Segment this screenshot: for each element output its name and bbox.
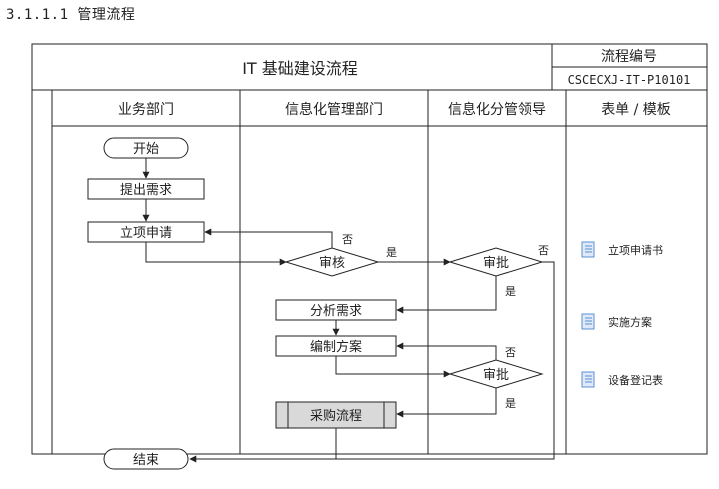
template-item: 立项申请书	[581, 241, 663, 258]
section-title: 3.1.1.1 管理流程	[6, 7, 136, 23]
end-label: 结束	[133, 453, 159, 468]
document-icon	[581, 241, 595, 258]
template-item: 实施方案	[581, 313, 652, 330]
plan-label: 编制方案	[310, 339, 362, 355]
column-forms: 表单 / 模板	[601, 102, 671, 118]
flow-title: IT 基础建设流程	[242, 59, 358, 78]
template-label-3: 设备登记表	[608, 373, 663, 387]
purchase-label: 采购流程	[310, 408, 362, 424]
document-icon	[581, 371, 595, 388]
review-yes-label: 是	[386, 246, 397, 259]
analyze-label: 分析需求	[310, 304, 362, 319]
review-label: 审核	[319, 256, 345, 271]
approve1-no-label: 否	[538, 244, 549, 257]
approve2-label: 审批	[483, 368, 509, 383]
raise-need-label: 提出需求	[120, 182, 172, 198]
end-node	[103, 448, 189, 470]
start-label: 开始	[133, 142, 159, 157]
approve2-yes-label: 是	[505, 397, 516, 410]
apply-label: 立项申请	[120, 226, 172, 241]
approve2-decision	[448, 359, 544, 389]
column-it-leader: 信息化分管领导	[448, 101, 546, 118]
template-label-1: 立项申请书	[608, 243, 663, 257]
column-business-dept: 业务部门	[118, 102, 174, 118]
review-no-label: 否	[342, 233, 353, 246]
document-icon	[581, 313, 595, 330]
approve1-yes-label: 是	[505, 285, 516, 298]
template-item: 设备登记表	[581, 371, 663, 388]
flow-code-value: CSCECXJ-IT-P10101	[568, 73, 691, 87]
template-label-2: 实施方案	[608, 315, 652, 329]
column-it-dept: 信息化管理部门	[285, 101, 383, 118]
flow-code-label: 流程编号	[601, 49, 657, 65]
frame-border	[31, 43, 708, 455]
approve1-label: 审批	[483, 256, 509, 271]
purchase-node	[275, 401, 397, 429]
approve2-no-label: 否	[505, 346, 516, 359]
